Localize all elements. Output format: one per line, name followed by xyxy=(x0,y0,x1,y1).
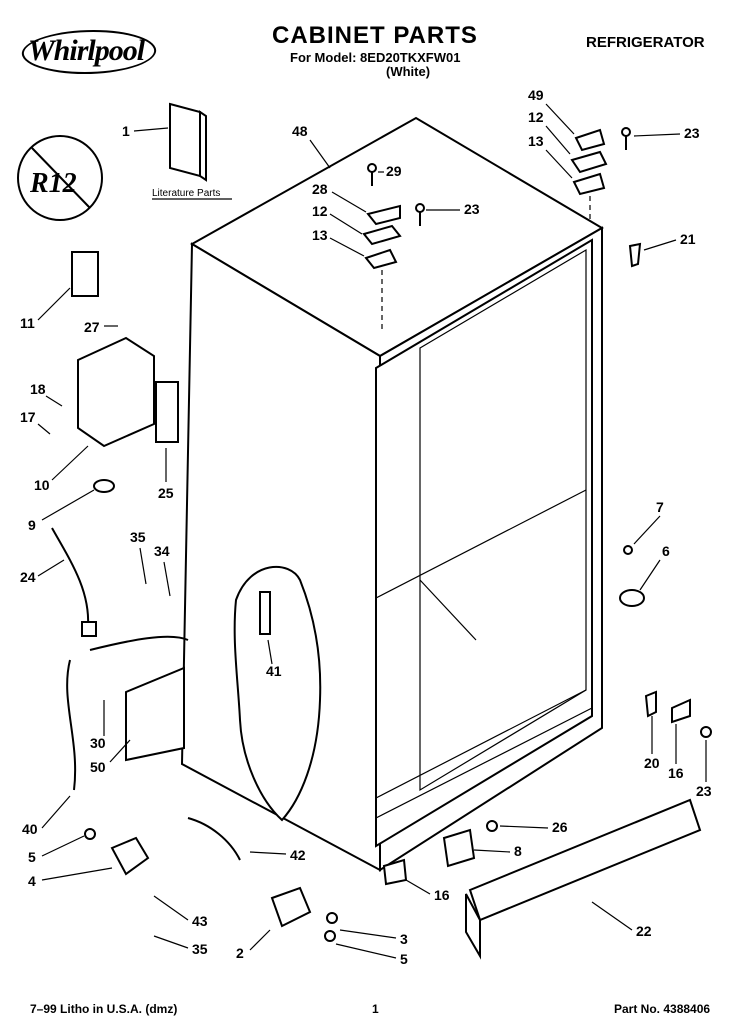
callout-label: 48 xyxy=(292,123,308,139)
callout-label: 5 xyxy=(28,849,36,865)
callout-label: 27 xyxy=(84,319,100,335)
callout-label: 16 xyxy=(434,887,450,903)
callout-layer: 1 48 49 12 13 23 29 28 23 12 13 21 11 27… xyxy=(20,87,712,967)
callout-label: 13 xyxy=(312,227,328,243)
model-color: (White) xyxy=(386,64,431,79)
callout-label: 42 xyxy=(290,847,306,863)
product-category: REFRIGERATOR xyxy=(586,34,705,51)
part-wire-harness xyxy=(51,527,90,627)
top-hinge-right xyxy=(570,127,631,222)
callout-label: 25 xyxy=(158,485,174,501)
left-components xyxy=(51,251,189,791)
callout-label: 12 xyxy=(312,203,328,219)
brand-logo: Whirlpool xyxy=(28,34,145,67)
footer-print-info: 7–99 Litho in U.S.A. (dmz) xyxy=(30,1002,178,1016)
callout-label: 29 xyxy=(386,163,402,179)
r12-badge: R12 xyxy=(17,135,103,221)
callout-label: 23 xyxy=(696,783,712,799)
right-components xyxy=(619,242,712,738)
callout-label: 13 xyxy=(528,133,544,149)
drain-spring xyxy=(259,591,271,635)
part-hinge-bottom-center xyxy=(270,886,312,928)
callout-label: 5 xyxy=(400,951,408,967)
callout-label: 35 xyxy=(192,941,208,957)
callout-label: 50 xyxy=(90,759,106,775)
callout-label: 49 xyxy=(528,87,544,103)
literature-label: Literature Parts xyxy=(152,188,220,199)
callout-label: 20 xyxy=(644,755,660,771)
callout-label: 40 xyxy=(22,821,38,837)
part-drain-tube xyxy=(187,817,241,861)
callout-label: 28 xyxy=(312,181,328,197)
part-relay xyxy=(71,251,99,297)
part-clip xyxy=(628,242,642,268)
callout-label: 9 xyxy=(28,517,36,533)
callout-label: 7 xyxy=(656,499,664,515)
callout-label: 6 xyxy=(662,543,670,559)
cabinet-cutaway xyxy=(233,566,322,822)
cabinet-body xyxy=(180,116,604,872)
footer-part-number: Part No. 4388406 xyxy=(614,1002,711,1016)
r12-badge-text: R12 xyxy=(29,168,77,199)
page-title: CABINET PARTS xyxy=(272,22,478,49)
callout-label: 35 xyxy=(130,529,146,545)
part-power-cord xyxy=(66,659,77,791)
callout-label: 41 xyxy=(266,663,282,679)
callout-label: 1 xyxy=(122,123,130,139)
callout-label: 2 xyxy=(236,945,244,961)
model-number: For Model: 8ED20TKXFW01 xyxy=(290,50,461,65)
callout-label: 23 xyxy=(464,201,480,217)
top-hinge-center xyxy=(362,163,425,332)
callout-label: 8 xyxy=(514,843,522,859)
callout-label: 16 xyxy=(668,765,684,781)
part-grille xyxy=(468,798,702,922)
literature-book: Literature Parts xyxy=(152,102,232,200)
r12-strike-line xyxy=(31,147,91,209)
part-cover-plate xyxy=(125,666,185,762)
callout-label: 11 xyxy=(20,315,35,331)
callout-label: 10 xyxy=(34,477,50,493)
callout-label: 43 xyxy=(192,913,208,929)
callout-label: 3 xyxy=(400,931,408,947)
callout-label: 18 xyxy=(30,381,46,397)
callout-label: 34 xyxy=(154,543,170,559)
callout-label: 4 xyxy=(28,873,36,889)
footer-page-number: 1 xyxy=(372,1002,379,1016)
part-hinge-bottom-left xyxy=(110,836,150,876)
callout-label: 24 xyxy=(20,569,36,585)
part-leveler xyxy=(619,589,645,607)
part-roller xyxy=(442,828,476,868)
callout-label: 21 xyxy=(680,231,696,247)
callout-label: 23 xyxy=(684,125,700,141)
callout-label: 17 xyxy=(20,409,36,425)
callout-label: 30 xyxy=(90,735,106,751)
callout-label: 12 xyxy=(528,109,544,125)
bottom-components xyxy=(84,798,702,960)
callout-label: 22 xyxy=(636,923,652,939)
callout-label: 26 xyxy=(552,819,568,835)
part-grommet xyxy=(93,479,115,493)
part-control-box xyxy=(77,336,155,448)
part-bracket xyxy=(155,381,179,443)
